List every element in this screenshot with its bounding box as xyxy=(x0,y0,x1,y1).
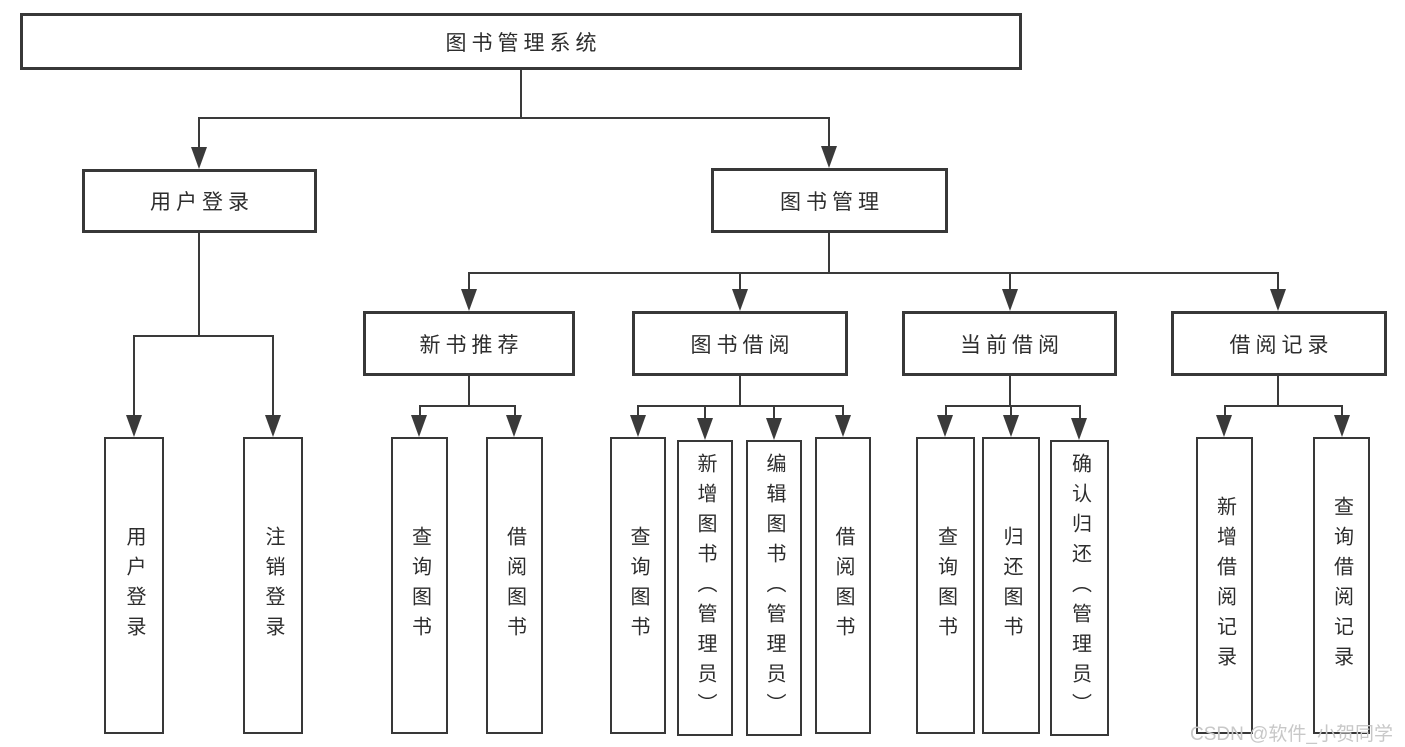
connector-line xyxy=(1224,405,1226,417)
node-book-borrow: 图书借阅 xyxy=(632,311,848,376)
arrow-down-icon xyxy=(265,415,281,437)
leaf-label: 借阅图书 xyxy=(503,525,526,646)
leaf-cb-return-books: 归还图书 xyxy=(982,437,1040,734)
node-borrow-records: 借阅记录 xyxy=(1171,311,1387,376)
leaf-label: 用户登录 xyxy=(123,525,145,646)
connector-line xyxy=(133,335,273,337)
arrow-down-icon xyxy=(191,147,207,169)
leaf-label: 确认归还（管理员） xyxy=(1068,453,1091,723)
connector-line xyxy=(468,272,1279,274)
node-label: 图书管理 xyxy=(780,190,884,214)
connector-line xyxy=(945,405,947,417)
arrow-down-icon xyxy=(506,415,522,437)
leaf-logout: 注销登录 xyxy=(243,437,303,734)
connector-line xyxy=(1010,405,1012,417)
connector-line xyxy=(1224,405,1342,407)
node-library-system: 图书管理系统 xyxy=(20,13,1022,70)
arrow-down-icon xyxy=(821,146,837,168)
node-book-management: 图书管理 xyxy=(711,168,948,233)
leaf-bb-query-books: 查询图书 xyxy=(610,437,666,734)
connector-line xyxy=(1009,272,1011,291)
leaf-cb-query-books: 查询图书 xyxy=(916,437,975,734)
leaf-label: 归还图书 xyxy=(1000,525,1022,646)
leaf-br-add-record: 新增借阅记录 xyxy=(1196,437,1253,734)
connector-line xyxy=(945,405,1080,407)
connector-line xyxy=(739,376,741,406)
leaf-bb-edit-books-admin: 编辑图书（管理员） xyxy=(746,440,802,736)
leaf-label: 新增借阅记录 xyxy=(1213,495,1236,676)
connector-line xyxy=(1341,405,1343,417)
connector-line xyxy=(637,405,844,407)
node-label: 图书借阅 xyxy=(690,333,795,357)
leaf-label: 新增图书（管理员） xyxy=(694,453,716,723)
leaf-label: 编辑图书（管理员） xyxy=(763,453,785,723)
arrow-down-icon xyxy=(630,415,646,437)
node-label: 图书管理系统 xyxy=(445,31,602,55)
leaf-label: 查询图书 xyxy=(627,525,649,646)
arrow-down-icon xyxy=(1334,415,1350,437)
connector-line xyxy=(198,117,200,149)
connector-line xyxy=(704,405,706,420)
connector-line xyxy=(1009,376,1011,406)
connector-line xyxy=(198,117,830,119)
leaf-label: 查询借阅记录 xyxy=(1330,495,1353,676)
connector-line xyxy=(468,272,470,291)
leaf-nb-borrow-books: 借阅图书 xyxy=(486,437,543,734)
connector-line xyxy=(739,272,741,291)
connector-line xyxy=(842,405,844,417)
leaf-bb-borrow-books: 借阅图书 xyxy=(815,437,871,734)
connector-line xyxy=(1277,272,1279,291)
node-new-book-recommend: 新书推荐 xyxy=(363,311,575,376)
connector-line xyxy=(198,233,200,336)
node-user-login: 用户登录 xyxy=(82,169,317,233)
connector-line xyxy=(468,376,470,406)
arrow-down-icon xyxy=(1002,289,1018,311)
arrow-down-icon xyxy=(835,415,851,437)
leaf-label: 注销登录 xyxy=(262,525,284,646)
node-label: 新书推荐 xyxy=(419,333,524,357)
arrow-down-icon xyxy=(1071,418,1087,440)
arrow-down-icon xyxy=(1270,289,1286,311)
node-label: 借阅记录 xyxy=(1229,333,1334,357)
connector-line xyxy=(514,405,516,417)
arrow-down-icon xyxy=(1003,415,1019,437)
arrow-down-icon xyxy=(766,418,782,440)
leaf-nb-query-books: 查询图书 xyxy=(391,437,448,734)
leaf-label: 查询图书 xyxy=(934,525,957,646)
connector-line xyxy=(773,405,775,420)
connector-line xyxy=(133,335,135,417)
arrow-down-icon xyxy=(732,289,748,311)
leaf-label: 借阅图书 xyxy=(832,525,854,646)
node-current-borrow: 当前借阅 xyxy=(902,311,1117,376)
connector-line xyxy=(637,405,639,417)
arrow-down-icon xyxy=(1216,415,1232,437)
leaf-br-query-record: 查询借阅记录 xyxy=(1313,437,1370,734)
watermark: CSDN @软件_小贺同学 xyxy=(1190,724,1393,745)
leaf-user-login: 用户登录 xyxy=(104,437,164,734)
node-label: 当前借阅 xyxy=(960,333,1064,357)
connector-line xyxy=(1079,405,1081,420)
arrow-down-icon xyxy=(126,415,142,437)
connector-line xyxy=(520,70,522,118)
arrow-down-icon xyxy=(461,289,477,311)
connector-line xyxy=(828,117,830,148)
connector-line xyxy=(419,405,421,417)
connector-line xyxy=(419,405,516,407)
arrow-down-icon xyxy=(411,415,427,437)
leaf-label: 查询图书 xyxy=(408,525,431,646)
connector-line xyxy=(272,335,274,417)
connector-line xyxy=(1277,376,1279,406)
arrow-down-icon xyxy=(937,415,953,437)
arrow-down-icon xyxy=(697,418,713,440)
node-label: 用户登录 xyxy=(150,191,254,214)
connector-line xyxy=(828,233,830,273)
leaf-bb-add-books-admin: 新增图书（管理员） xyxy=(677,440,733,736)
leaf-cb-confirm-return-admin: 确认归还（管理员） xyxy=(1050,440,1109,736)
